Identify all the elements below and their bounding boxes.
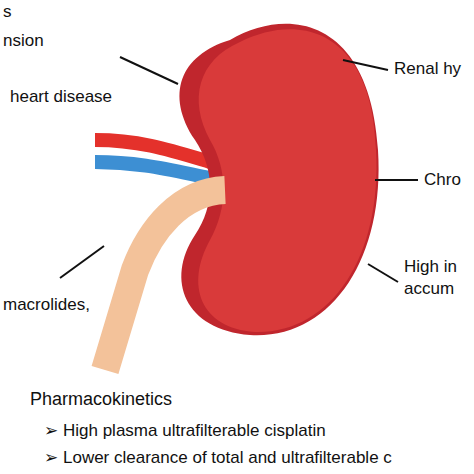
bullet-text: ➢ Lower clearance of total and ultrafilt… — [44, 447, 392, 469]
leader-line — [343, 60, 388, 70]
leader-line — [368, 264, 398, 282]
risk-label: Renal hy — [394, 58, 461, 80]
risk-label: Chro — [424, 169, 461, 191]
risk-label: macrolides, — [3, 294, 90, 316]
cut-label: s — [3, 1, 12, 23]
renal-vein — [95, 162, 210, 178]
kidney-surface — [198, 29, 376, 332]
leader-line — [120, 57, 178, 84]
leader-line — [375, 179, 418, 181]
bullet-text: ➢ High plasma ultrafilterable cisplatin — [44, 420, 326, 442]
section-heading: Pharmacokinetics — [30, 388, 172, 411]
risk-label: nsion — [3, 30, 44, 52]
risk-label: heart disease — [10, 86, 112, 108]
leader-lines — [60, 57, 418, 282]
risk-label: High in accum — [404, 256, 470, 300]
leader-line — [60, 246, 104, 278]
ureter — [105, 190, 225, 370]
